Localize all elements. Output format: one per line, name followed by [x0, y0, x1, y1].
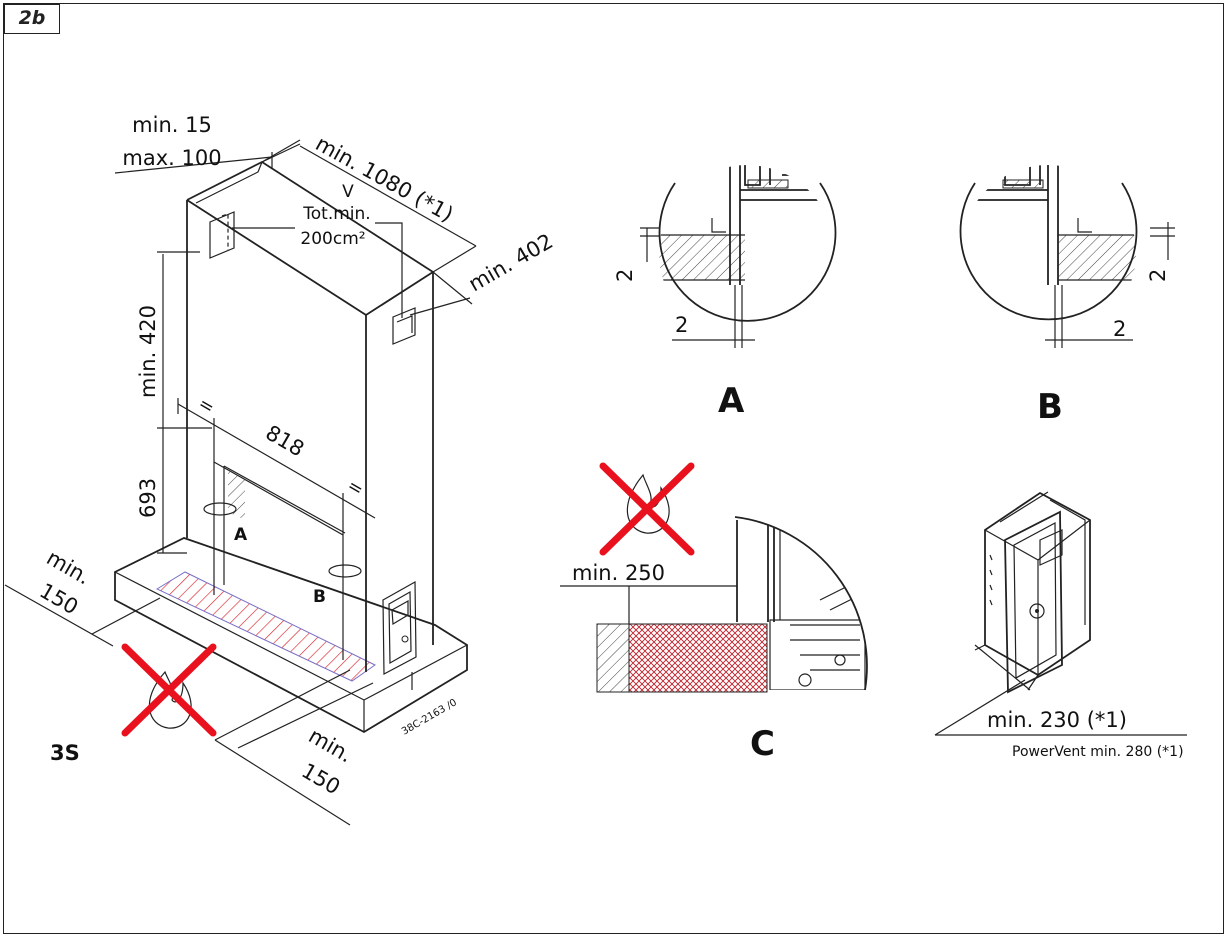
vent-area: 200cm² [300, 229, 365, 249]
equal-mark-right: = [344, 475, 368, 501]
dim-opening-width: 818 [262, 421, 309, 462]
detail-c-label: C [750, 724, 775, 764]
dim-depth-min: min. 402 [465, 229, 558, 296]
marker-a: A [234, 525, 248, 545]
side-door-dim: min. 230 (*1) [987, 708, 1127, 732]
drawing-number: 38C-2163 /0 [400, 697, 459, 737]
detail-b: 2 2 B [959, 165, 1175, 427]
dim-top-offset-min: min. 15 [132, 113, 212, 137]
vent-letter: V [342, 182, 354, 202]
detail-c: min. 250 C [560, 462, 868, 764]
main-isometric-view: min. 15 max. 100 min. 1080 (*1) min. 402… [4, 113, 558, 826]
detail-a-dim-horizontal: 2 [675, 313, 688, 337]
floor-slab [114, 537, 468, 734]
detail-b-label: B [1037, 387, 1063, 427]
vent-upper [209, 211, 235, 259]
side-door-detail: min. 230 (*1) PowerVent min. 280 (*1) [934, 491, 1187, 760]
side-door [382, 580, 417, 675]
no-flammable-warning-icon [121, 643, 217, 737]
vent-total-label: Tot.min. [302, 204, 370, 224]
figure-frame [3, 3, 1224, 934]
dim-height-upper: min. 420 [136, 305, 160, 398]
dim-height-lower: 693 [136, 478, 160, 518]
figure-tag: 2b [4, 4, 60, 34]
main-view-label: 3S [50, 741, 80, 765]
powervent-note: PowerVent min. 280 (*1) [1012, 744, 1184, 760]
detail-c-dim: min. 250 [572, 561, 665, 585]
detail-a-label: A [718, 381, 745, 421]
dim-top-offset-max: max. 100 [122, 146, 221, 170]
vent-lower [392, 307, 416, 345]
no-flammable-warning-icon-c [599, 462, 695, 556]
hearth-protection-area [155, 571, 376, 682]
detail-b-dim-horizontal: 2 [1113, 317, 1126, 341]
enclosure-top-face [186, 160, 435, 316]
detail-b-dim-vertical: 2 [1146, 269, 1170, 282]
detail-a-dim-vertical: 2 [613, 269, 637, 282]
dim-front-value: 150 [298, 759, 345, 800]
marker-b: B [313, 587, 326, 607]
detail-a: 2 2 A [613, 165, 837, 421]
